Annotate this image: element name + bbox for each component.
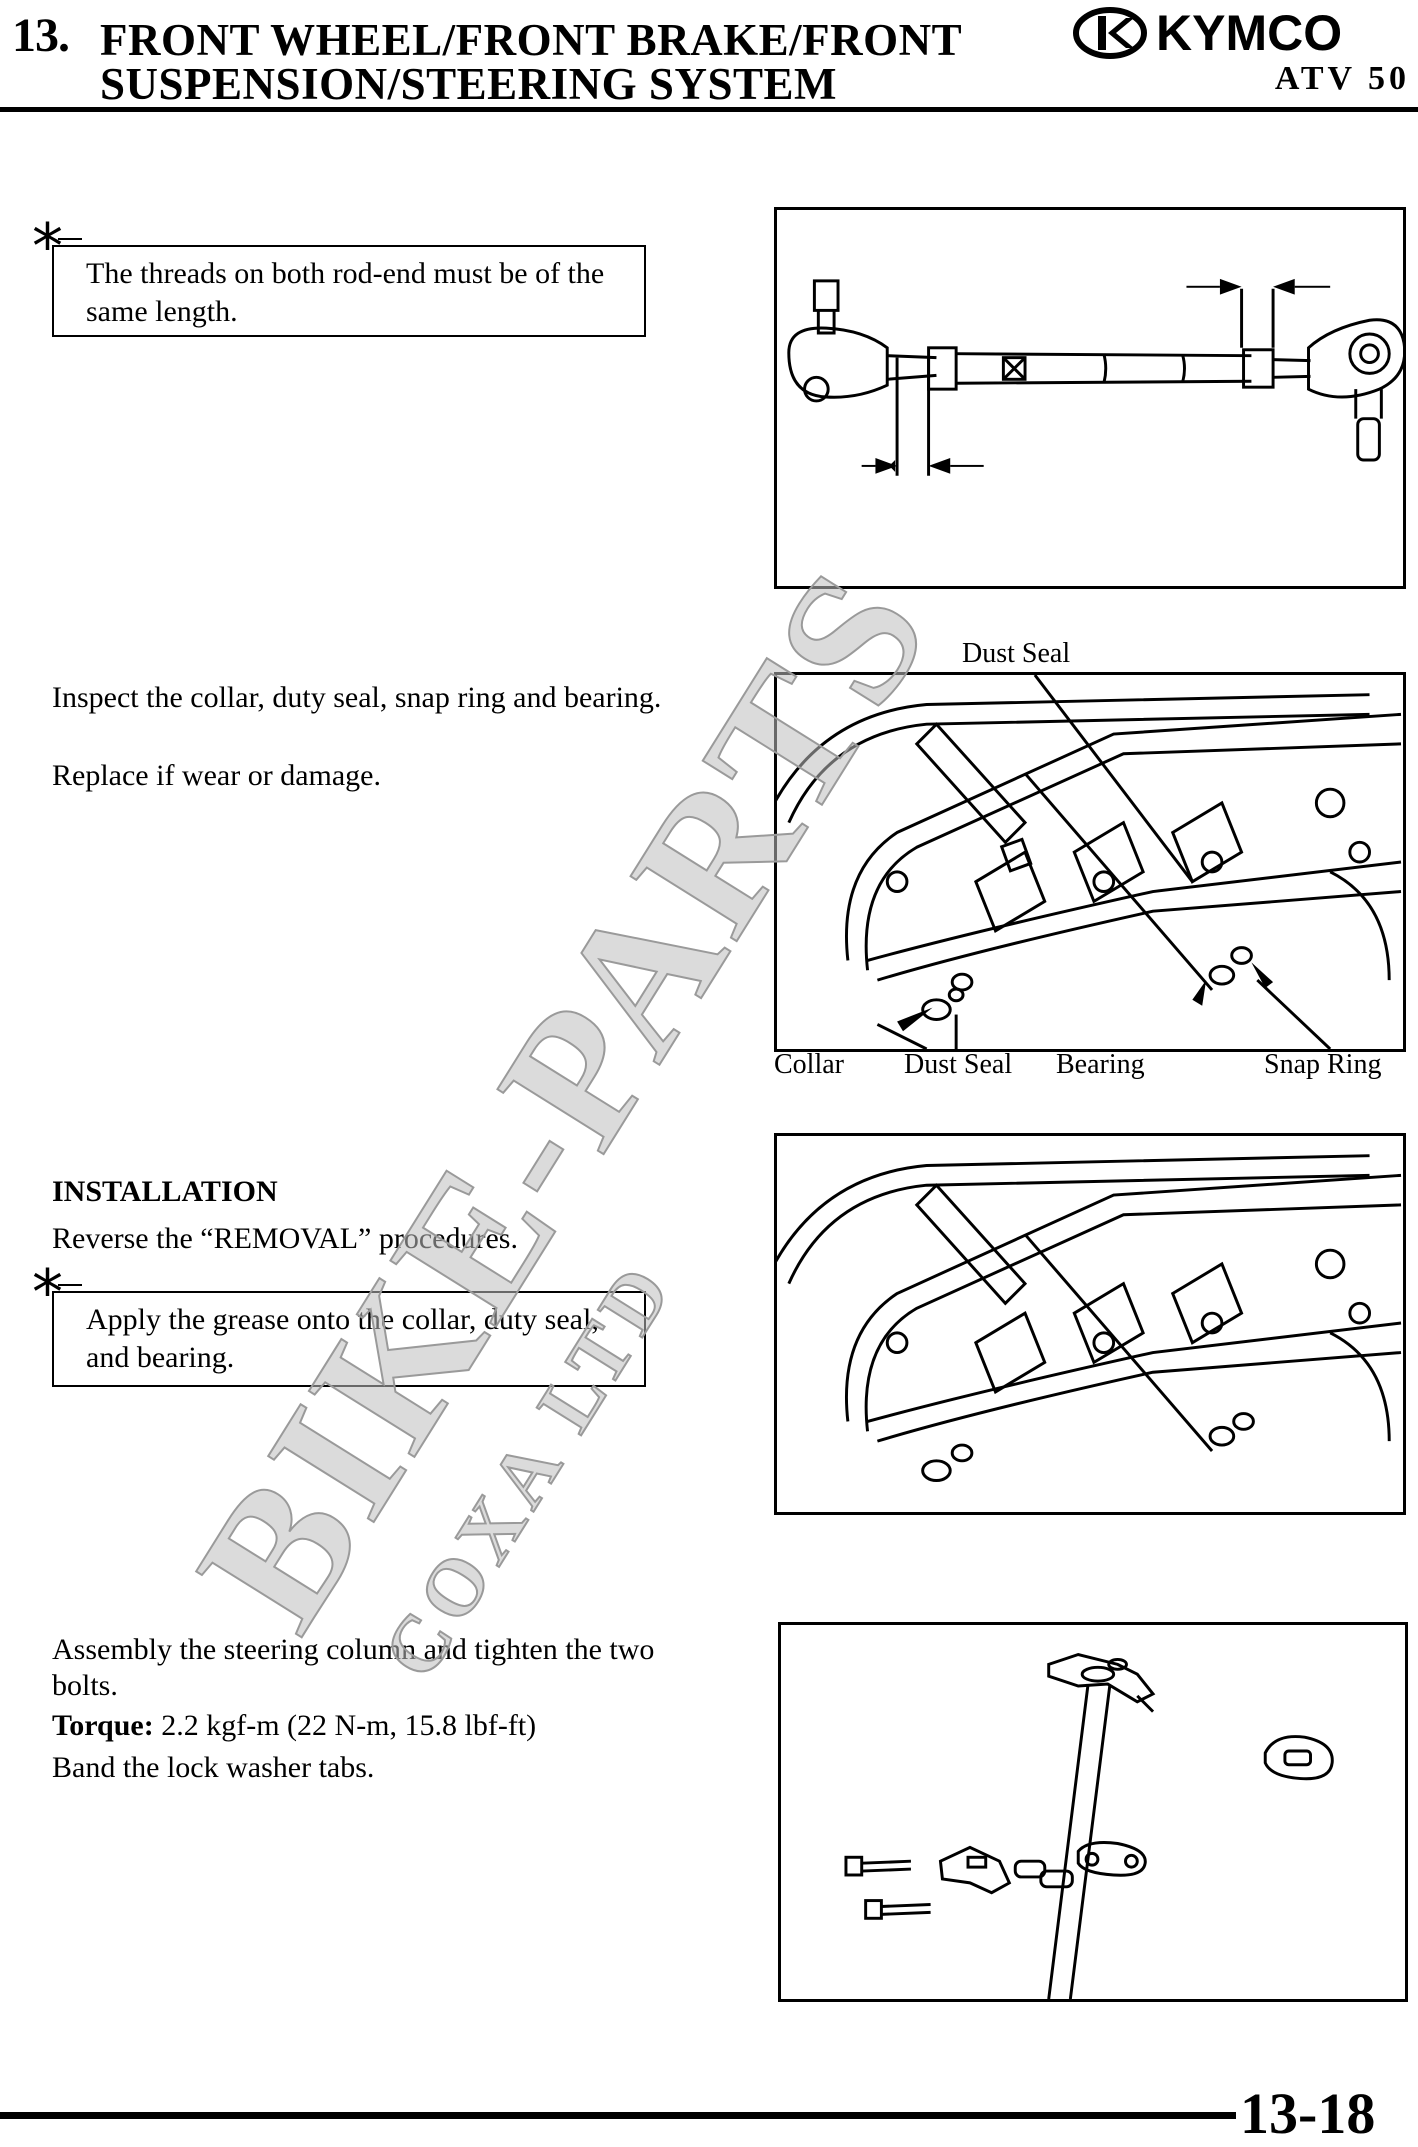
lock-washer-text: Band the lock washer tabs. <box>52 1751 375 1784</box>
torque-spec: Torque: 2.2 kgf-m (22 N-m, 15.8 lbf-ft) <box>52 1708 712 1744</box>
page-number: 13-18 <box>1240 2081 1376 2146</box>
model-name: ATV 50 <box>1274 60 1410 97</box>
chapter-title-line1: FRONT WHEEL/FRONT BRAKE/FRONT <box>100 15 963 65</box>
label-collar: Collar <box>774 1049 844 1080</box>
installation-text: Reverse the “REMOVAL” procedures. <box>52 1222 518 1255</box>
note-grease-box: Apply the grease onto the collar, duty s… <box>52 1291 646 1387</box>
note-marker-line <box>58 238 82 240</box>
header-rule <box>0 107 1418 112</box>
note-threads-text: The threads on both rod-end must be of t… <box>86 257 605 328</box>
label-dust-seal-bottom: Dust Seal <box>904 1049 1013 1080</box>
figure-steering-column <box>778 1622 1408 2002</box>
figure-swingarm-parts <box>774 672 1406 1052</box>
inspect-text: Inspect the collar, duty seal, snap ring… <box>52 681 662 714</box>
torque-value: 2.2 kgf-m (22 N-m, 15.8 lbf-ft) <box>153 1709 537 1742</box>
installation-heading: INSTALLATION <box>52 1175 278 1208</box>
figure-tie-rod <box>774 207 1406 589</box>
kymco-logo: KYMCO <box>1072 5 1416 61</box>
chapter-number: 13. <box>12 9 70 62</box>
note-threads-box: The threads on both rod-end must be of t… <box>52 245 646 337</box>
replace-text: Replace if wear or damage. <box>52 759 381 792</box>
label-bearing: Bearing <box>1056 1049 1145 1080</box>
figure-swingarm-installed <box>774 1133 1406 1515</box>
footer-rule <box>0 2112 1236 2119</box>
brand-name: KYMCO <box>1156 6 1342 60</box>
label-snap-ring: Snap Ring <box>1264 1049 1382 1080</box>
note-grease-text: Apply the grease onto the collar, duty s… <box>86 1303 599 1374</box>
chapter-title-line2: SUSPENSION/STEERING SYSTEM <box>100 59 837 109</box>
torque-label: Torque: <box>52 1709 154 1742</box>
note-marker-line <box>58 1284 82 1286</box>
label-dust-seal-top: Dust Seal <box>962 638 1071 669</box>
assembly-text: Assembly the steering column and tighten… <box>52 1633 655 1702</box>
